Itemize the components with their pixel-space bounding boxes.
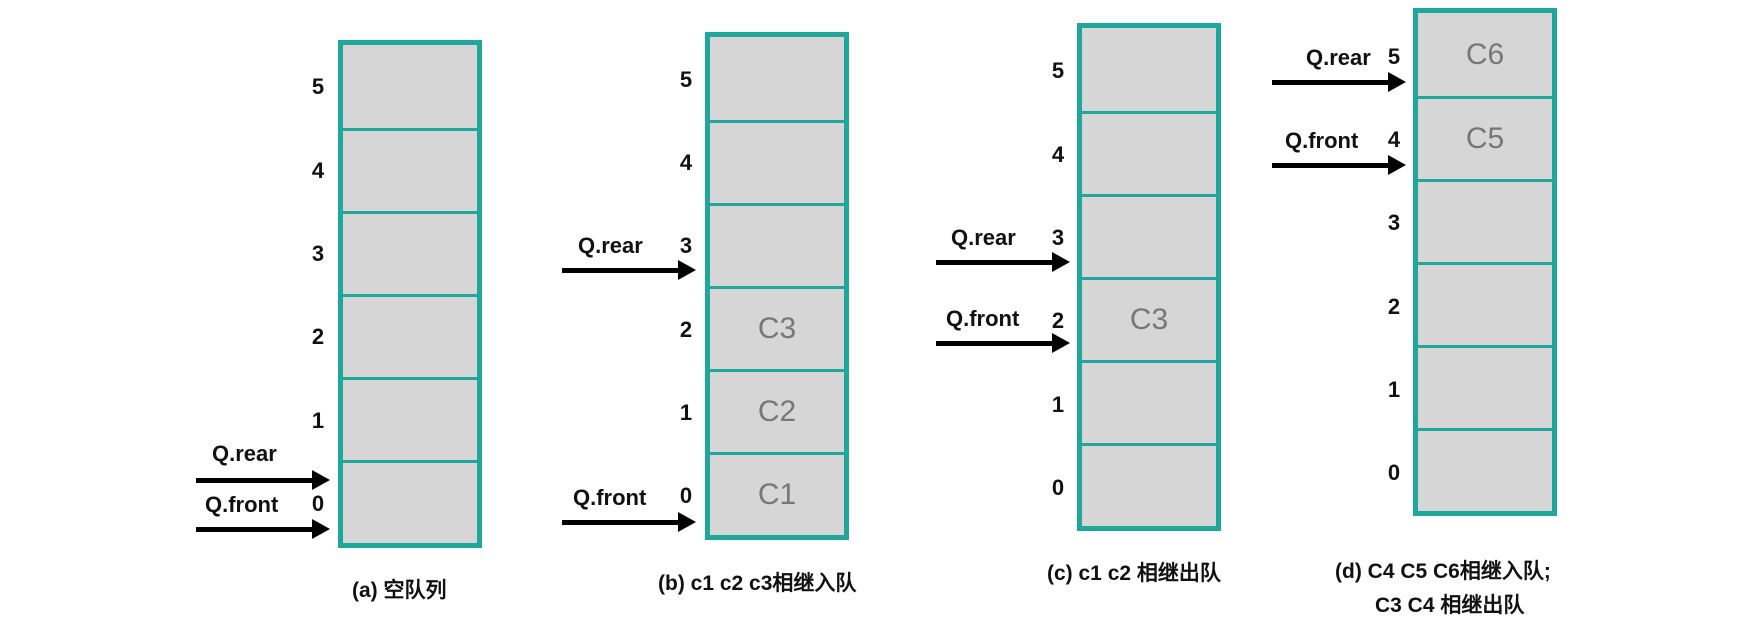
index-label: 1 bbox=[1387, 377, 1401, 402]
index-label: 2 bbox=[1051, 308, 1065, 333]
index-label: 4 bbox=[1387, 127, 1401, 152]
index-label: 4 bbox=[679, 150, 693, 175]
index-label: 2 bbox=[1387, 294, 1401, 319]
rear-pointer-label: Q.rear bbox=[951, 225, 1016, 250]
front-arrow-icon bbox=[196, 519, 330, 539]
index-label: 0 bbox=[1387, 460, 1401, 485]
queue-cell bbox=[1418, 179, 1552, 262]
queue-cell bbox=[343, 377, 477, 460]
index-label: 0 bbox=[311, 491, 325, 516]
queue-cell bbox=[710, 120, 844, 203]
index-label: 5 bbox=[679, 67, 693, 92]
queue-cell: C2 bbox=[710, 369, 844, 452]
index-label: 3 bbox=[1051, 225, 1065, 250]
queue-cell bbox=[710, 203, 844, 286]
index-label: 1 bbox=[679, 400, 693, 425]
caption-b: (b) c1 c2 c3相继入队 bbox=[658, 572, 857, 595]
front-arrow-icon bbox=[1272, 155, 1406, 175]
index-label: 3 bbox=[679, 233, 693, 258]
caption-a: (a) 空队列 bbox=[352, 579, 447, 602]
queue-cell: C5 bbox=[1418, 96, 1552, 179]
index-label: 3 bbox=[1387, 210, 1401, 235]
caption-d-line2: C3 C4 相继出队 bbox=[1375, 594, 1525, 617]
queue-array: C3 C2 C1 bbox=[705, 32, 849, 540]
rear-arrow-icon bbox=[1272, 72, 1406, 92]
queue-cell bbox=[1418, 428, 1552, 511]
queue-cell bbox=[343, 128, 477, 211]
queue-cell: C1 bbox=[710, 452, 844, 535]
queue-cell: C3 bbox=[710, 286, 844, 369]
queue-cell bbox=[1418, 262, 1552, 345]
index-label: 4 bbox=[1051, 142, 1065, 167]
rear-arrow-icon bbox=[562, 260, 696, 280]
rear-pointer-label: Q.rear bbox=[212, 441, 277, 466]
queue-cell bbox=[343, 211, 477, 294]
queue-cell bbox=[343, 45, 477, 128]
index-label: 2 bbox=[311, 324, 325, 349]
front-pointer-label: Q.front bbox=[946, 306, 1020, 331]
front-pointer-label: Q.front bbox=[573, 485, 647, 510]
queue-cell bbox=[1082, 111, 1216, 194]
queue-cell: C6 bbox=[1465, 37, 1505, 71]
front-pointer-label: Q.front bbox=[205, 492, 279, 517]
index-label: 1 bbox=[311, 408, 325, 433]
queue-cell: C3 bbox=[1082, 277, 1216, 360]
queue-cell bbox=[1082, 28, 1216, 111]
queue-cell bbox=[1082, 360, 1216, 443]
queue-cell bbox=[343, 460, 477, 543]
index-label: 5 bbox=[1387, 44, 1401, 69]
front-arrow-icon bbox=[936, 333, 1070, 353]
front-arrow-icon bbox=[562, 512, 696, 532]
queue-cell bbox=[343, 294, 477, 377]
queue-array bbox=[338, 40, 482, 548]
index-label: 1 bbox=[1051, 392, 1065, 417]
index-label: 0 bbox=[679, 483, 693, 508]
queue-array: C6 C5 bbox=[1413, 8, 1557, 516]
index-label: 4 bbox=[311, 158, 325, 183]
queue-cell bbox=[1082, 194, 1216, 277]
queue-cell bbox=[1082, 443, 1216, 526]
rear-pointer-label: Q.rear bbox=[578, 233, 643, 258]
index-label: 5 bbox=[1051, 58, 1065, 83]
index-label: 0 bbox=[1051, 475, 1065, 500]
queue-cell bbox=[1418, 345, 1552, 428]
queue-cell bbox=[710, 37, 844, 120]
rear-arrow-icon bbox=[936, 252, 1070, 272]
index-label: 5 bbox=[311, 74, 325, 99]
caption-d-line1: (d) C4 C5 C6相继入队; bbox=[1335, 560, 1551, 583]
rear-pointer-label: Q.rear bbox=[1306, 45, 1371, 70]
front-pointer-label: Q.front bbox=[1285, 128, 1359, 153]
caption-c: (c) c1 c2 相继出队 bbox=[1047, 562, 1221, 585]
index-label: 2 bbox=[679, 317, 693, 342]
queue-array: C3 bbox=[1077, 23, 1221, 531]
rear-arrow-icon bbox=[196, 470, 330, 490]
index-label: 3 bbox=[311, 241, 325, 266]
